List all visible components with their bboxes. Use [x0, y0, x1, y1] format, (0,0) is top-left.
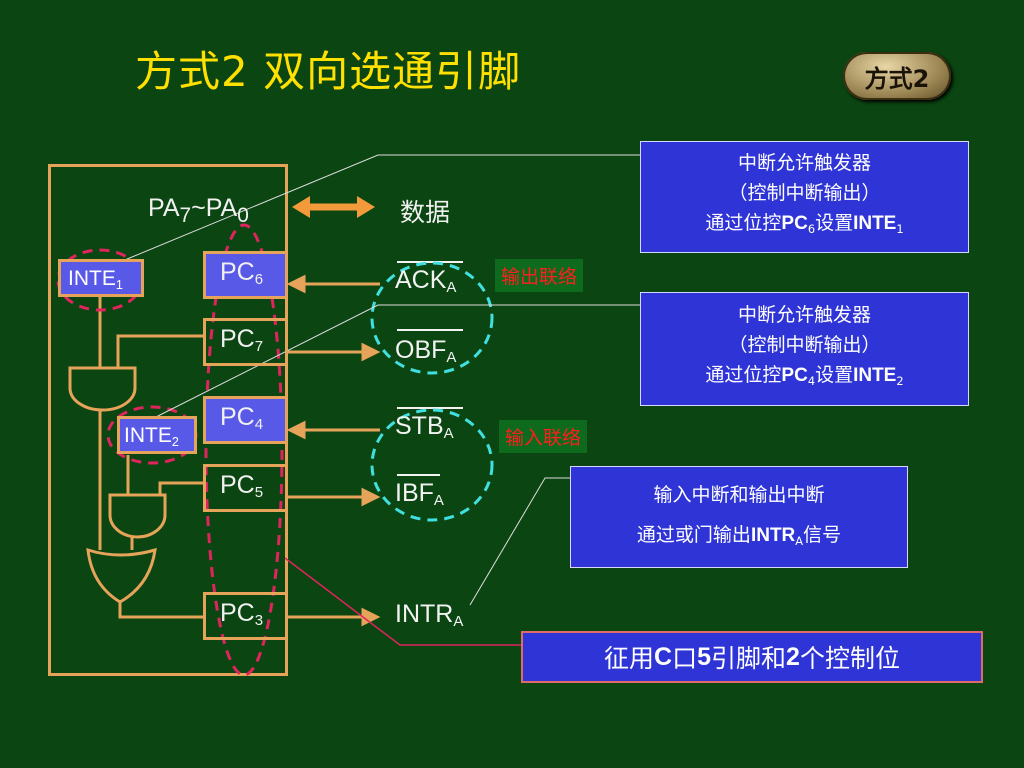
slide-title: 方式2 双向选通引脚: [135, 47, 522, 96]
data-bidirectional-arrow: [292, 196, 375, 218]
signal-obf: OBFA: [395, 336, 457, 366]
logo-text: 方式2: [864, 64, 930, 93]
pin-pc3: PC3: [203, 592, 288, 640]
wire-or-pc3: [118, 600, 203, 619]
pin-pc7: PC7: [203, 318, 288, 366]
data-label: 数据: [400, 198, 451, 227]
and-gate-2: [108, 493, 167, 539]
callout-line-summary: [284, 557, 522, 646]
signal-stb: STBA: [395, 412, 454, 442]
pin-pc4: PC4: [203, 396, 288, 444]
pin-pc6: PC6: [203, 251, 288, 299]
output-handshake-tag: 输出联络: [495, 259, 584, 292]
highlight-output-handshake: [370, 261, 494, 375]
highlight-pc-pins: [204, 223, 284, 677]
pin-pc5: PC5: [203, 464, 288, 512]
highlight-input-handshake: [370, 408, 494, 522]
signal-ibf: IBFA: [395, 479, 444, 509]
inte2-flipflop: INTE2: [117, 416, 197, 454]
callout-line-1: [119, 154, 640, 263]
note-inte1: 中断允许触发器 （控制中断输出） 通过位控PC6设置INTE1: [640, 141, 969, 253]
callout-line-3: [469, 477, 570, 606]
note-intr: 输入中断和输出中断 通过或门输出INTRA信号: [570, 466, 908, 568]
inte1-flipflop: INTE1: [58, 259, 144, 297]
callout-line-2: [149, 304, 640, 421]
wire-pc5-and2: [158, 481, 203, 495]
note-inte2: 中断允许触发器 （控制中断输出） 通过位控PC4设置INTE2: [640, 292, 969, 406]
and-gate-1: [68, 366, 137, 412]
pa-port-label: PA7~PA0: [148, 194, 249, 227]
input-handshake-tag: 输入联络: [499, 420, 588, 453]
wire-pc7-and1: [116, 334, 203, 368]
signal-intr: INTRA: [395, 600, 464, 630]
mode2-logo-button[interactable]: 方式2: [843, 52, 951, 100]
signal-ack: ACKA: [395, 266, 457, 296]
or-gate: [86, 547, 157, 604]
